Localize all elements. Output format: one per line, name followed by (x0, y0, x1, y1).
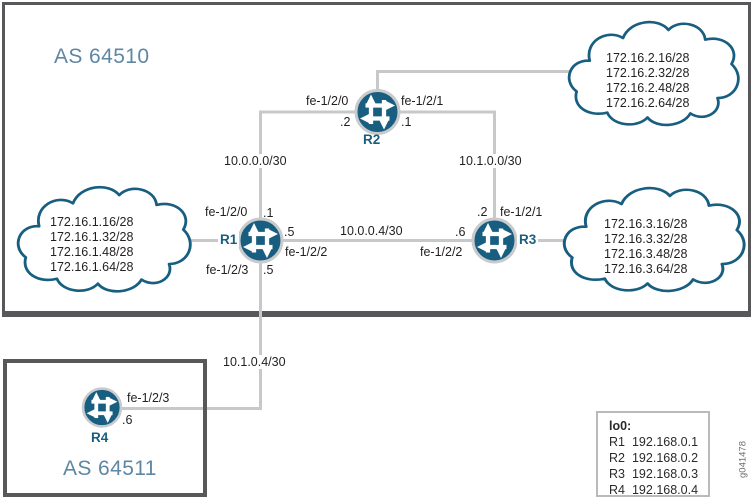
as64510-boundary-box (2, 2, 751, 317)
r2-cloud-subnet-list: 172.16.2.16/28 172.16.2.32/28 172.16.2.4… (606, 51, 689, 111)
as64511-boundary-box (3, 359, 207, 497)
router-icon-r3 (473, 219, 516, 262)
figure-number: g041478 (737, 441, 749, 478)
subnet-line: 172.16.3.16/28 (604, 217, 688, 231)
subnet-line: 172.16.2.32/28 (606, 66, 690, 80)
legend-router: R4 (609, 483, 625, 497)
r4-interface-label: fe-1/2/3 (127, 391, 170, 405)
as64511-label: AS 64511 (63, 457, 157, 480)
r2-interface-label: fe-1/2/0 (306, 94, 349, 108)
router-label-r2: R2 (363, 132, 381, 147)
subnet-line: 172.16.3.32/28 (604, 232, 688, 246)
r4-ip-label: .6 (122, 413, 133, 427)
subnet-line: 172.16.3.64/28 (604, 262, 688, 276)
as64510-label: AS 64510 (54, 45, 150, 68)
router-label-r3: R3 (517, 232, 539, 247)
r2-r3-subnet-label: 10.1.0.0/30 (457, 154, 524, 168)
r2-interface-label: fe-1/2/1 (401, 94, 444, 108)
link-r2-r3 (377, 110, 496, 240)
router-label-r4: R4 (91, 430, 109, 445)
legend-router: R2 (609, 451, 625, 465)
router-icon-r1 (239, 219, 282, 262)
legend-row: R4 192.168.0.4 (609, 482, 708, 498)
r1-cloud-subnet-list: 172.16.1.16/28 172.16.1.32/28 172.16.1.4… (50, 215, 133, 275)
link-r1-r4 (120, 240, 262, 410)
subnet-line: 172.16.2.48/28 (606, 81, 690, 95)
r1-interface-label: fe-1/2/2 (285, 245, 328, 259)
legend-row: R3 192.168.0.3 (609, 466, 708, 482)
r3-ip-label: .6 (455, 225, 466, 239)
subnet-line: 172.16.1.32/28 (50, 230, 134, 244)
r2-ip-label: .2 (340, 115, 351, 129)
r1-r2-subnet-label: 10.0.0.0/30 (222, 154, 289, 168)
legend-router: R1 (609, 435, 625, 449)
r1-ip-label: .5 (284, 225, 295, 239)
subnet-line: 172.16.1.48/28 (50, 245, 134, 259)
subnet-line: 172.16.2.64/28 (606, 96, 690, 110)
r3-cloud-subnet-list: 172.16.3.16/28 172.16.3.32/28 172.16.3.4… (604, 217, 687, 277)
r1-ip-label: .5 (263, 263, 274, 277)
link-r1-r2 (259, 110, 377, 240)
legend-address: 192.168.0.2 (631, 451, 699, 465)
legend-address: 192.168.0.4 (631, 483, 699, 497)
r3-interface-label: fe-1/2/1 (500, 205, 543, 219)
r3-interface-label: fe-1/2/2 (420, 245, 463, 259)
r3-ip-label: .2 (477, 205, 488, 219)
legend-title: lo0: (609, 419, 632, 433)
subnet-line: 172.16.1.16/28 (50, 215, 134, 229)
subnet-line: 172.16.3.48/28 (604, 247, 688, 261)
subnet-line: 172.16.1.64/28 (50, 260, 134, 274)
legend-address: 192.168.0.3 (631, 467, 699, 481)
r1-r4-subnet-label: 10.1.0.4/30 (221, 355, 288, 369)
r1-r3-subnet-label: 10.0.0.4/30 (340, 224, 403, 238)
legend-address: 192.168.0.1 (631, 435, 699, 449)
loopback-legend-box: lo0: R1 192.168.0.1 R2 192.168.0.2 R3 192.1… (596, 411, 710, 497)
legend-row: R1 192.168.0.1 (609, 434, 708, 450)
router-icon-r2 (356, 91, 399, 134)
r1-interface-label: fe-1/2/0 (205, 205, 248, 219)
router-label-r1: R1 (218, 232, 240, 247)
legend-row: R2 192.168.0.2 (609, 450, 708, 466)
r1-ip-label: .1 (263, 206, 274, 220)
r2-ip-label: .1 (401, 115, 412, 129)
subnet-line: 172.16.2.16/28 (606, 51, 690, 65)
r1-interface-label: fe-1/2/3 (206, 263, 249, 277)
legend-router: R3 (609, 467, 625, 481)
